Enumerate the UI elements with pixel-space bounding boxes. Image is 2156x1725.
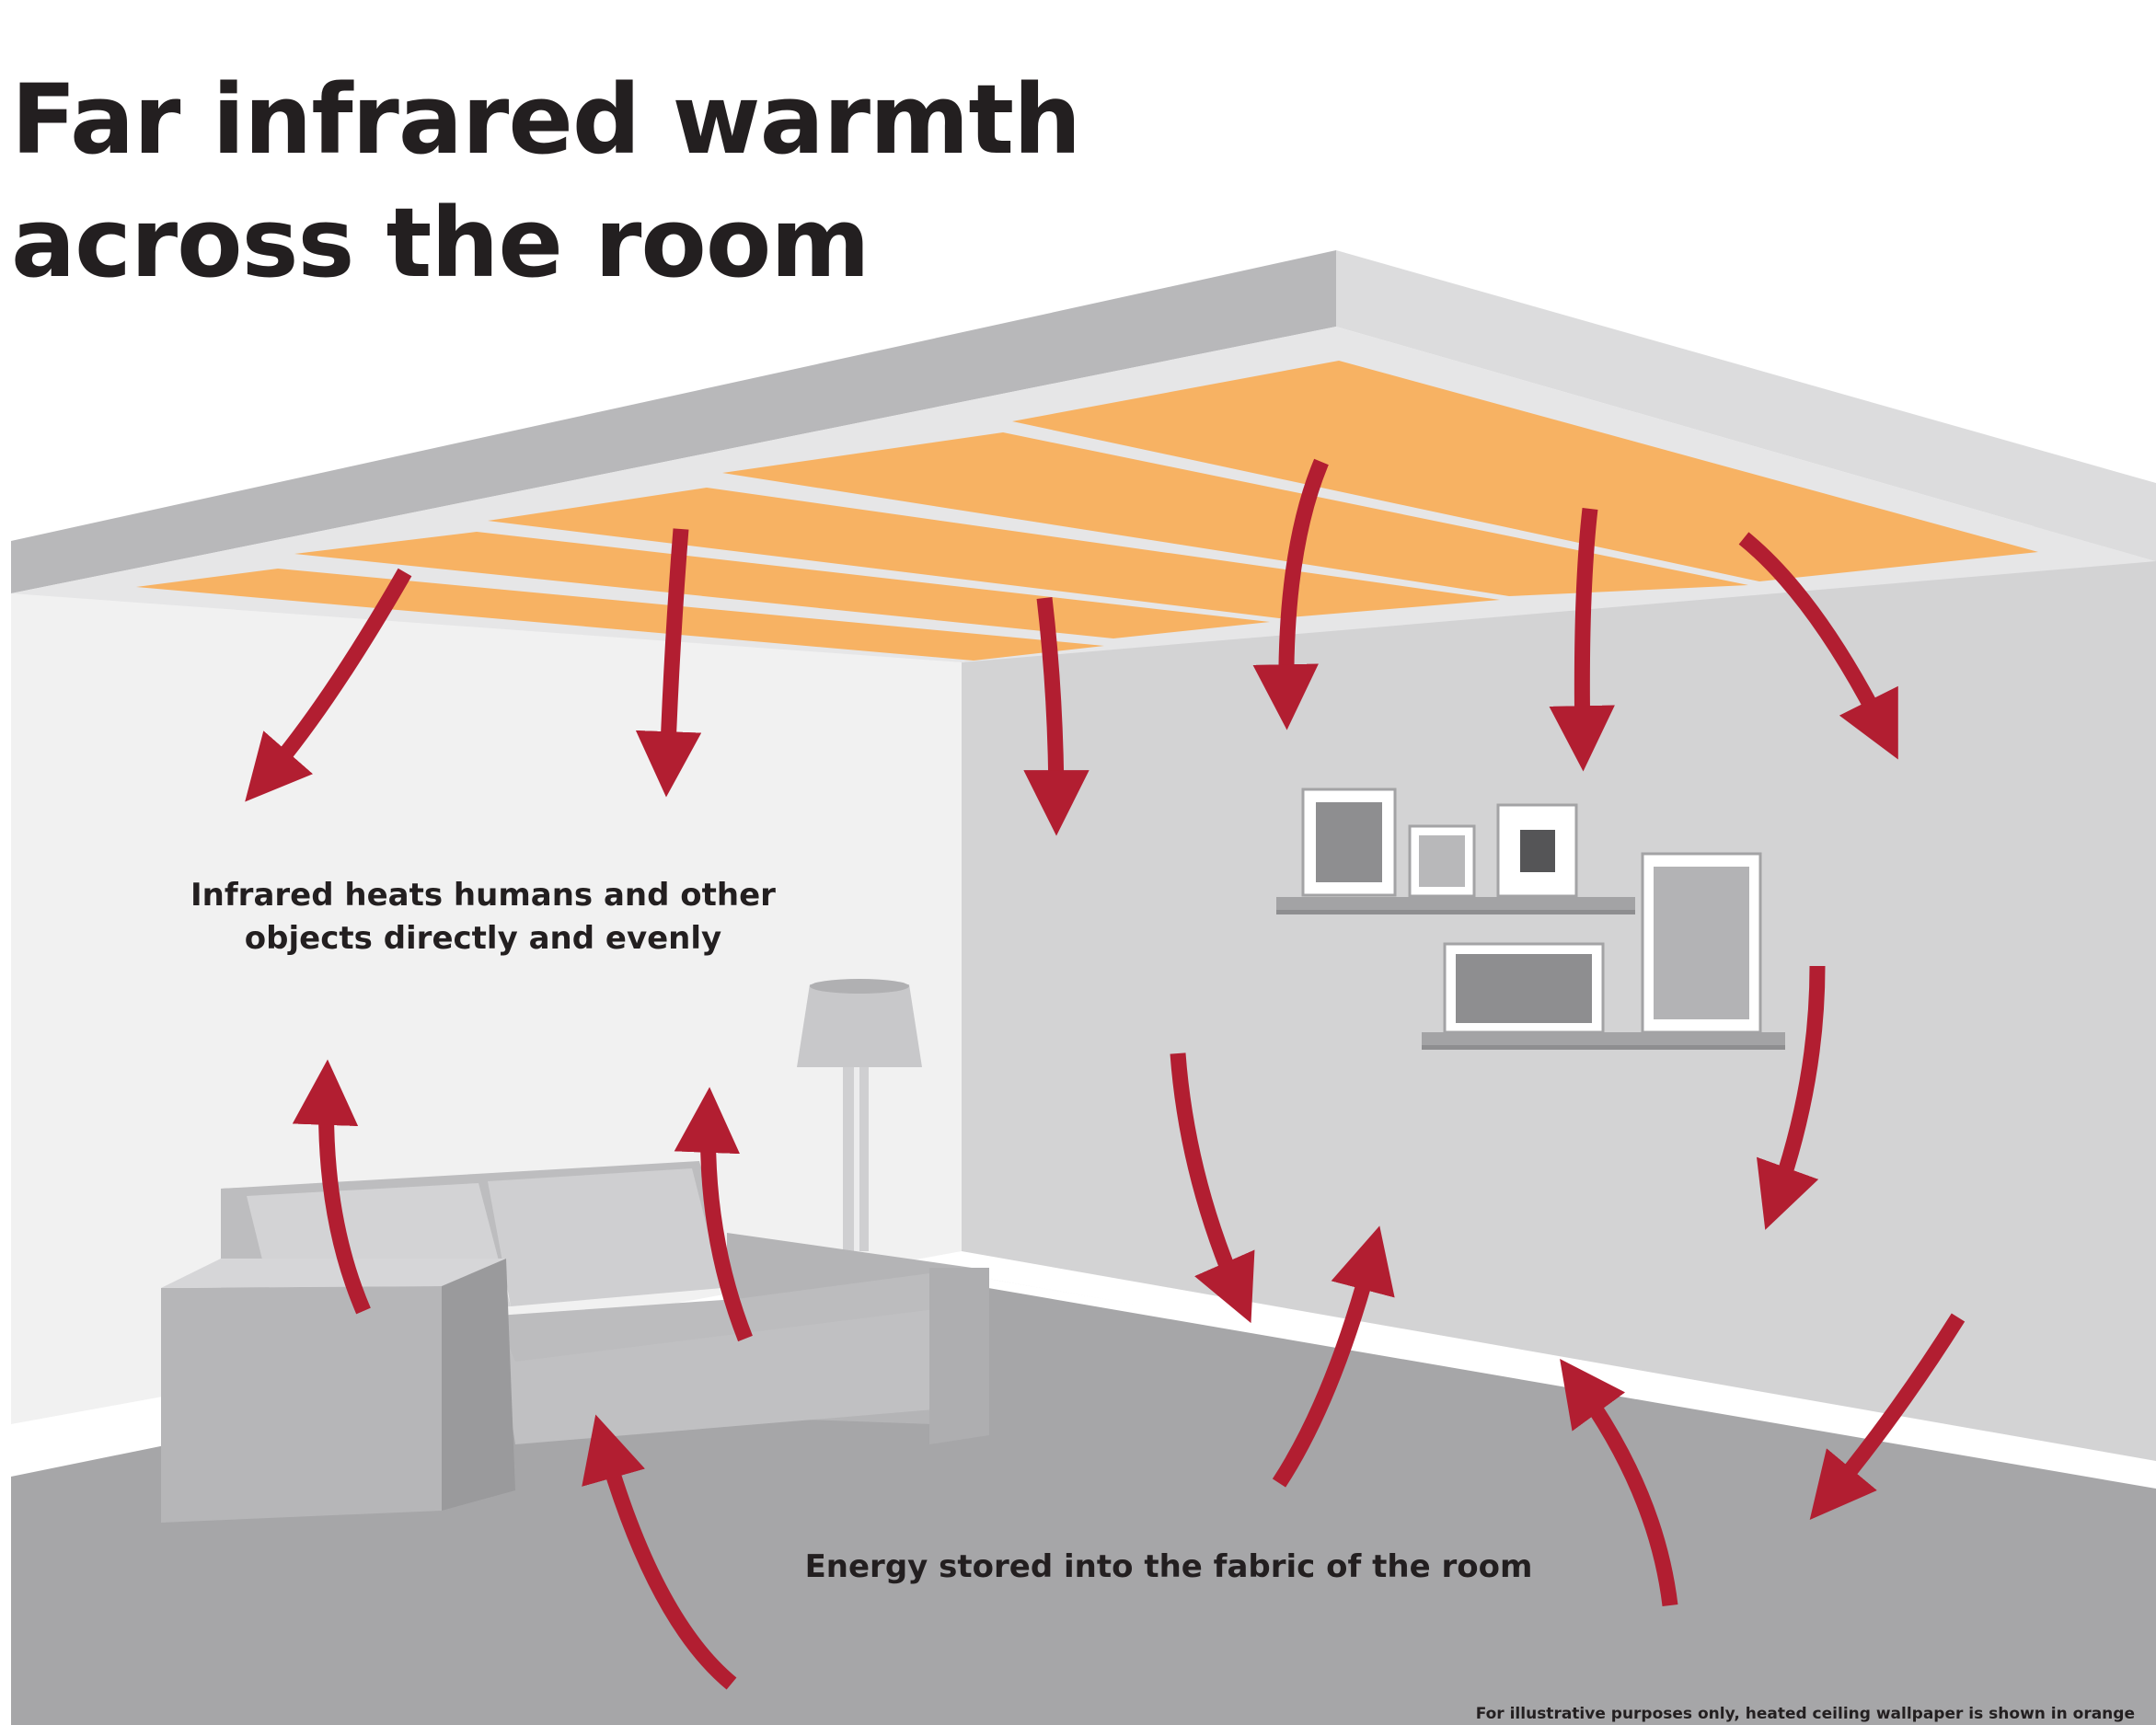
heated-panel-1 (136, 569, 1104, 661)
page-title-line-1: Far infrared warmth (11, 63, 1081, 176)
heat-ray-arrow-icon (292, 1059, 371, 1315)
heat-ray-arrow-icon (1560, 1358, 1678, 1607)
heat-ray-arrow-icon (1549, 508, 1615, 772)
caption-heats-humans: Infrared heats humans and other objects … (147, 874, 819, 960)
picture-frame (1301, 788, 1397, 897)
heated-ceiling-panels (136, 361, 2038, 661)
picture-frame (1496, 803, 1578, 898)
ceiling-left-edge (11, 250, 1336, 593)
heated-panel-3 (488, 488, 1500, 618)
heated-panel-5 (1012, 361, 2038, 581)
heat-ray-arrows (245, 458, 1966, 1690)
caption-energy-stored: Energy stored into the fabric of the roo… (804, 1548, 1533, 1585)
heat-ray-arrow-icon (245, 568, 412, 802)
heat-ray-arrow-icon (1272, 1225, 1395, 1488)
page-title-line-2: across the room (11, 187, 870, 299)
footnote: For illustrative purposes only, heated c… (1475, 1705, 2135, 1723)
heat-ray-arrow-icon (674, 1087, 753, 1342)
caption-line-1: Infrared heats humans and other (190, 877, 776, 914)
wall-shelf-upper (1276, 897, 1635, 914)
right-baseboard (962, 1251, 2156, 1483)
heat-ray-arrow-icon (1756, 965, 1826, 1230)
heat-ray-arrow-icon (582, 1414, 737, 1690)
picture-frame (1408, 824, 1476, 898)
floor-lamp-icon (797, 979, 922, 1251)
heated-panel-4 (722, 432, 1748, 596)
heat-ray-arrow-icon (1023, 597, 1090, 836)
heat-ray-arrow-icon (1252, 458, 1329, 730)
ceiling-right-edge (1336, 250, 2156, 561)
sofa-icon (161, 1161, 989, 1523)
heated-panel-2 (294, 532, 1270, 638)
heat-ray-arrow-icon (635, 528, 702, 798)
caption-line-2: objects directly and evenly (244, 920, 722, 957)
wall-shelf-lower (1422, 1032, 1785, 1050)
heat-ray-arrow-icon (1170, 1052, 1255, 1324)
heat-ray-arrow-icon (1738, 532, 1898, 760)
heat-ray-arrow-icon (1809, 1313, 1966, 1520)
picture-frame (1443, 942, 1605, 1034)
picture-frame (1641, 852, 1762, 1034)
